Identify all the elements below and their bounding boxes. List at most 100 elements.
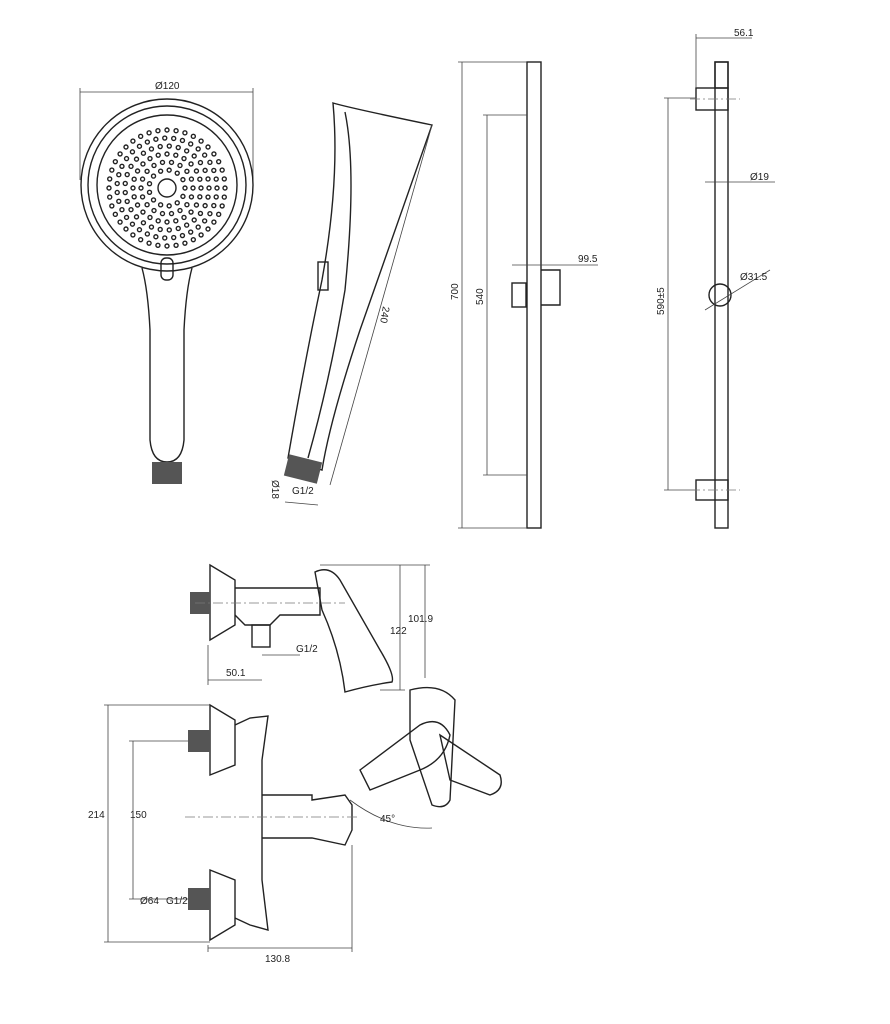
- nozzle-hole: [119, 206, 125, 213]
- nozzle-hole: [174, 200, 180, 206]
- nozzle-hole: [146, 180, 153, 187]
- nozzle-hole: [148, 224, 155, 230]
- nozzle-hole: [193, 202, 200, 208]
- dim-tube: Ø19: [750, 172, 769, 183]
- nozzle-hole: [221, 194, 227, 200]
- nozzle-hole: [197, 176, 203, 182]
- nozzle-hole: [190, 185, 196, 191]
- nozzle-hole: [191, 153, 197, 159]
- nozzle-hole: [182, 130, 188, 136]
- handshower-front-view: Ø120: [79, 81, 254, 484]
- nozzle-hole: [164, 127, 170, 133]
- nozzle-hole: [123, 226, 129, 232]
- nozzle-hole: [133, 156, 140, 162]
- nozzle-hole: [155, 218, 161, 224]
- nozzle-hole: [144, 231, 151, 237]
- nozzle-hole: [146, 240, 152, 246]
- nozzle-hole: [173, 152, 179, 158]
- nozzle-hole: [151, 162, 157, 169]
- nozzle-hole: [117, 219, 123, 225]
- nozzle-hole: [188, 161, 194, 167]
- nozzle-hole: [164, 243, 170, 249]
- dim-head-diameter: Ø120: [155, 81, 180, 92]
- nozzle-hole: [139, 176, 146, 182]
- nozzle-hole: [150, 173, 157, 179]
- dim-mixer-width: 130.8: [265, 954, 290, 965]
- nozzle-hole: [187, 141, 194, 147]
- nozzle-hole: [164, 151, 170, 157]
- nozzle-hole: [114, 180, 120, 187]
- nozzle-hole: [130, 185, 136, 191]
- dim-rail-total: 700: [450, 283, 461, 300]
- dim-mixer-total: 214: [88, 810, 105, 821]
- nozzle-hole: [198, 185, 204, 191]
- nozzle-hole: [157, 143, 163, 150]
- nozzle-hole: [162, 235, 168, 241]
- nozzle-hole: [193, 168, 200, 174]
- nozzle-hole: [134, 168, 141, 174]
- nozzle-hole: [155, 242, 161, 248]
- nozzle-hole: [122, 180, 128, 187]
- nozzle-hole: [211, 219, 217, 225]
- nozzle-hole: [148, 146, 155, 152]
- nozzle-hole: [201, 152, 208, 158]
- nozzle-hole: [153, 136, 159, 142]
- nozzle-hole: [157, 168, 164, 174]
- nozzle-hole: [139, 194, 146, 200]
- nozzle-hole: [109, 203, 115, 209]
- nozzle-hole: [137, 236, 144, 243]
- nozzle-hole: [122, 189, 128, 196]
- nozzle-hole: [215, 158, 222, 165]
- nozzle-hole: [129, 149, 136, 155]
- nozzle-hole: [146, 189, 153, 196]
- nozzle-hole: [109, 167, 115, 173]
- nozzle-hole: [197, 159, 204, 166]
- nozzle-hole: [184, 168, 190, 174]
- nozzle-hole: [197, 194, 203, 200]
- nozzle-hole: [206, 185, 212, 191]
- nozzle-hole: [181, 155, 187, 162]
- nozzle-hole: [205, 226, 211, 232]
- dim-offset: 56.1: [734, 28, 754, 39]
- nozzle-hole: [136, 143, 143, 149]
- mixer-front-view: 45° 214 150 Ø64 G1/2 130.8: [88, 686, 502, 965]
- nozzle-hole: [183, 222, 190, 228]
- nozzle-hole: [140, 150, 147, 156]
- dim-mixer-front-thread: G1/2: [166, 896, 188, 907]
- nozzle-hole: [188, 176, 195, 182]
- dim-slider: 99.5: [578, 254, 598, 265]
- handshower-side-view: 240 Ø18 G1/2: [269, 102, 433, 506]
- nozzle-hole: [175, 144, 181, 151]
- nozzle-hole: [112, 158, 119, 165]
- nozzle-hole: [205, 176, 211, 182]
- nozzle-hole: [130, 232, 136, 238]
- nozzle-hole: [134, 202, 141, 208]
- nozzle-hole: [188, 209, 194, 215]
- nozzle-hole: [213, 194, 219, 200]
- nozzle-hole: [106, 185, 112, 191]
- rail-front-view: 700 540 99.5: [450, 61, 598, 529]
- nozzle-hole: [221, 176, 227, 182]
- nozzle-hole: [222, 185, 228, 191]
- nozzle-hole: [173, 128, 179, 134]
- dim-centers: 590±5: [656, 287, 667, 315]
- nozzle-hole: [190, 236, 197, 243]
- nozzle-hole: [201, 218, 208, 224]
- nozzle-hole: [133, 214, 140, 220]
- dim-escutcheon: Ø64: [140, 896, 159, 907]
- nozzle-hole: [191, 217, 197, 223]
- nozzle-hole: [181, 214, 187, 221]
- nozzle-hole: [195, 224, 201, 230]
- nozzle-hole: [123, 214, 130, 221]
- dim-mixer-centers: 150: [130, 810, 147, 821]
- nozzle-hole: [166, 143, 172, 149]
- nozzle-hole: [140, 209, 146, 215]
- nozzle-hole: [187, 229, 194, 235]
- dim-handshower-length: 240: [377, 305, 391, 324]
- nozzle-hole: [214, 185, 220, 191]
- dim-mixer-top-thread: G1/2: [296, 644, 318, 655]
- nozzle-hole: [144, 202, 150, 208]
- nozzle-hole: [117, 151, 123, 157]
- nozzle-hole: [202, 202, 208, 209]
